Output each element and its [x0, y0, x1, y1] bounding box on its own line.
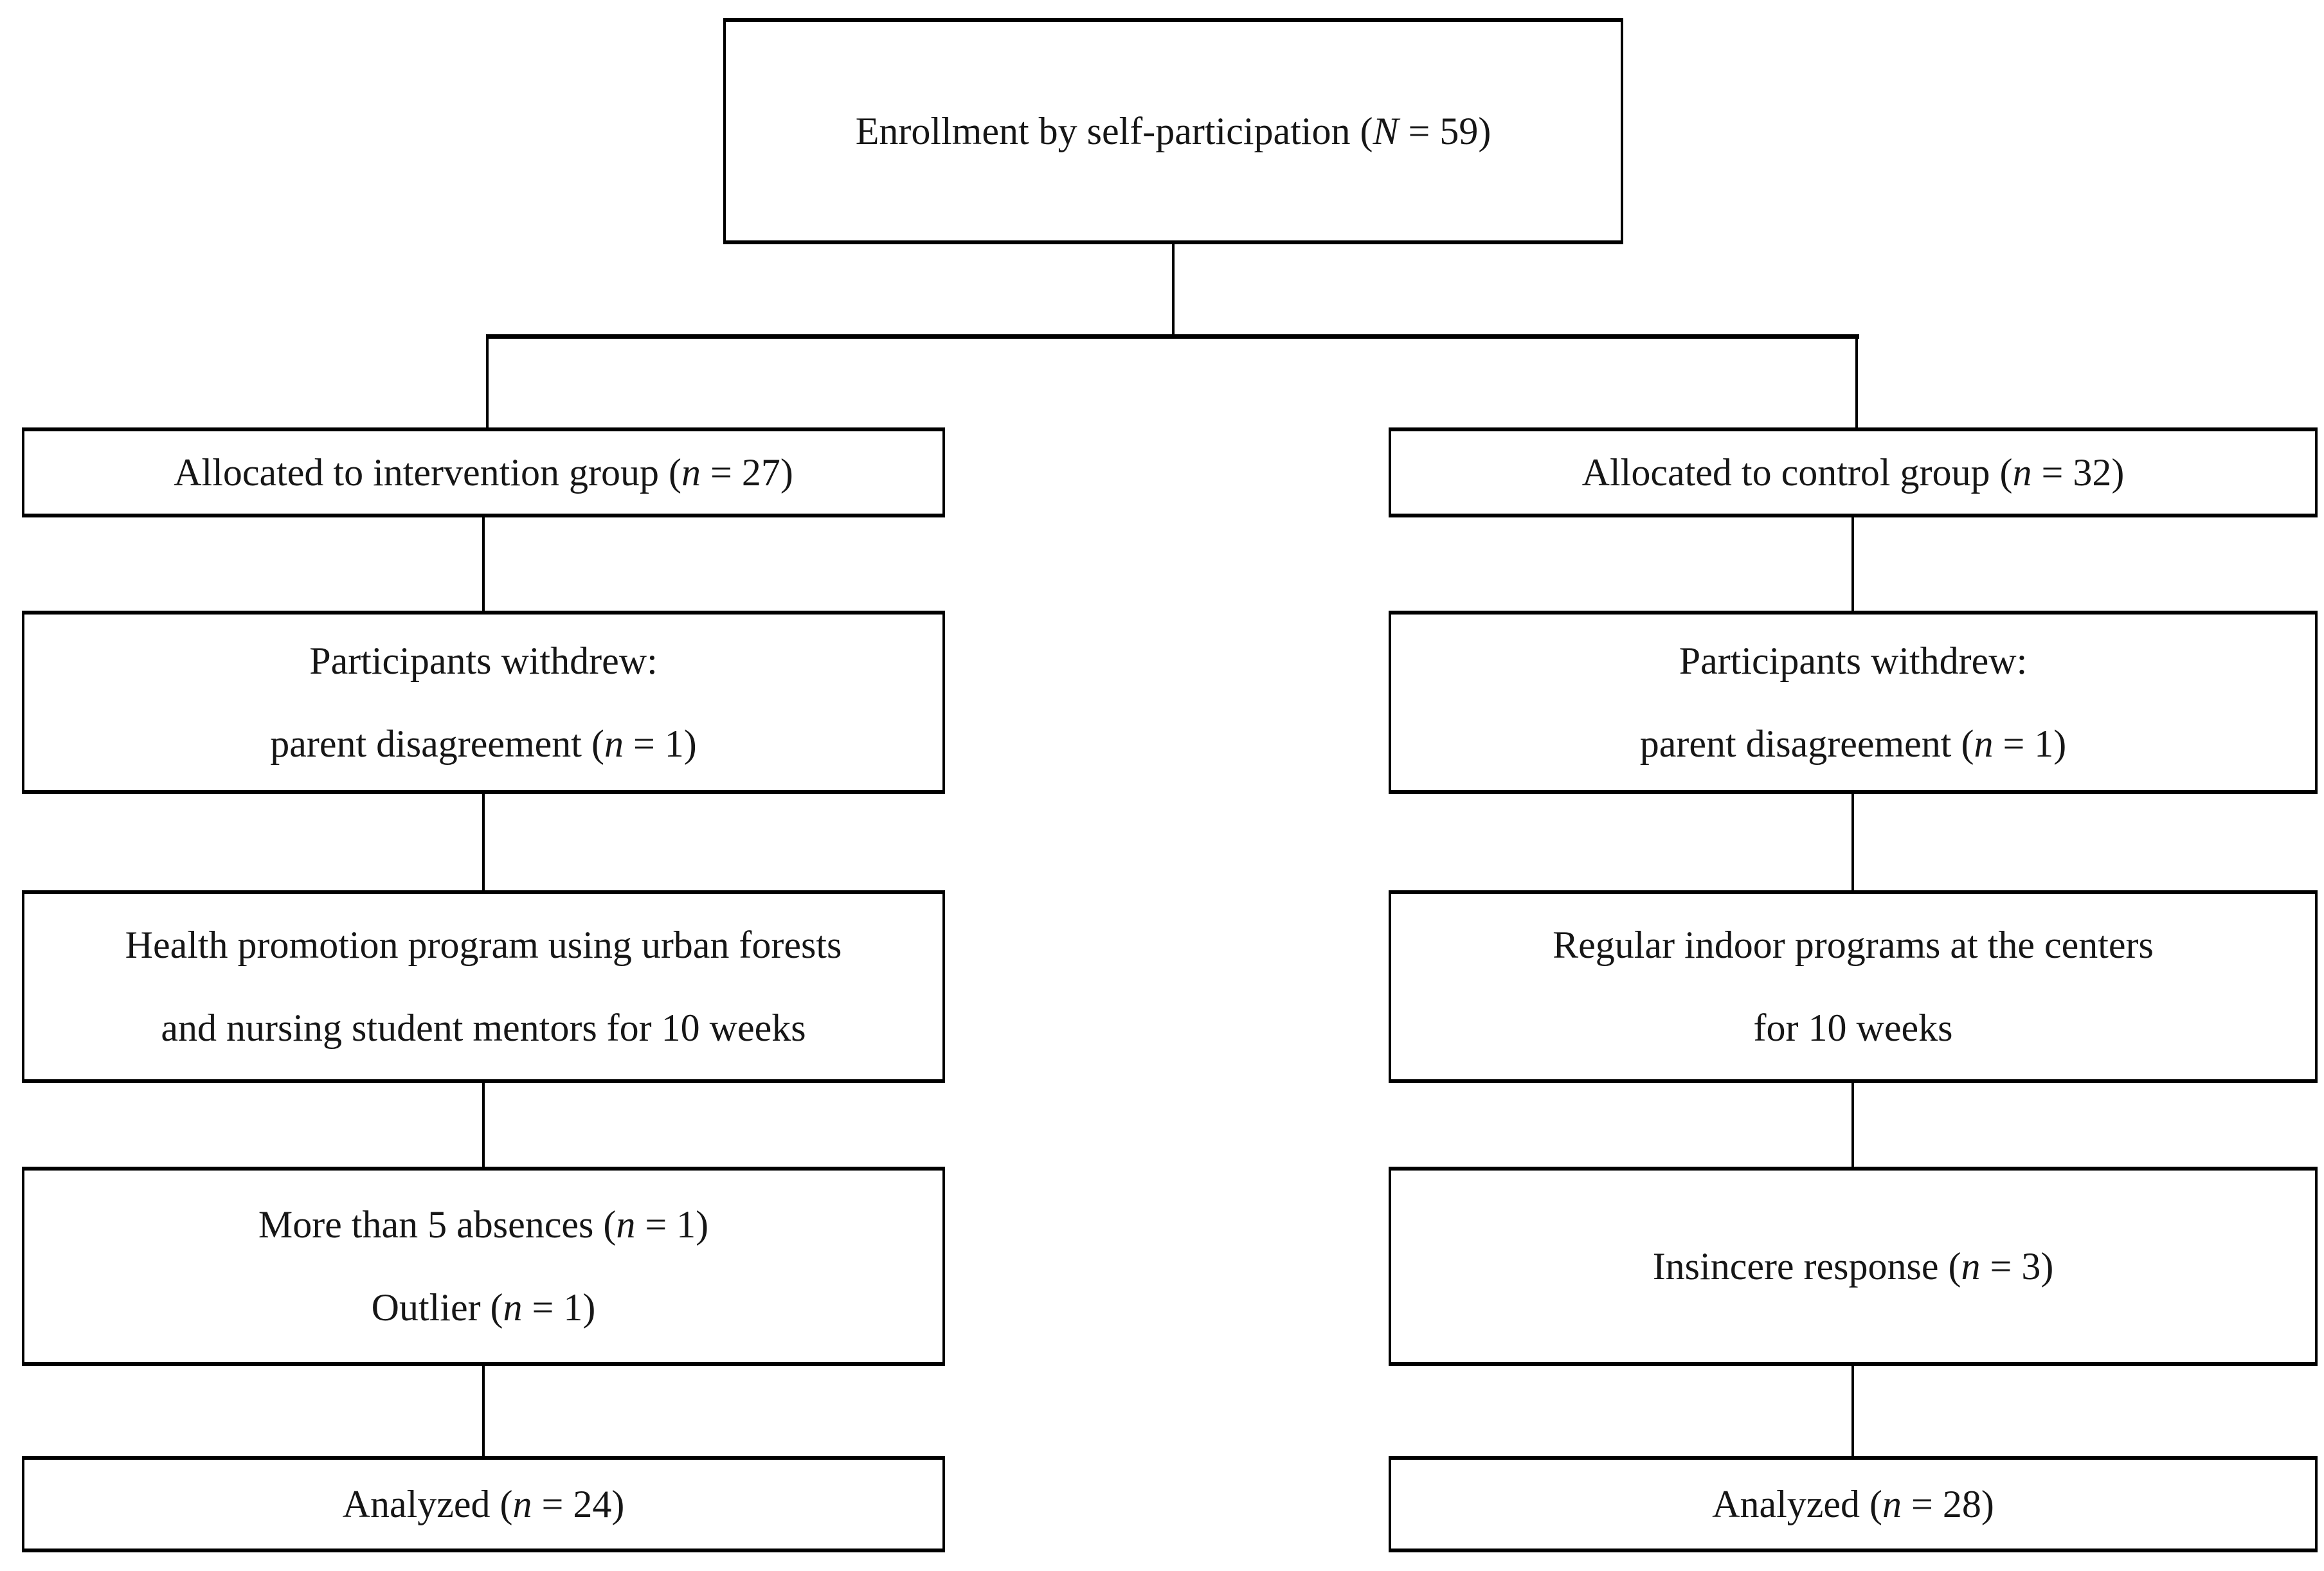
- label-text: and nursing student mentors for 10 weeks: [161, 1007, 806, 1049]
- stat-variable: n: [512, 1482, 532, 1525]
- label-text: Regular indoor programs at the centers: [1553, 924, 2154, 966]
- stat-variable: N: [1373, 109, 1399, 152]
- stat-value: = 1): [1993, 722, 2067, 765]
- label-text: Health promotion program using urban for…: [125, 924, 842, 966]
- connector-branch-line: [486, 334, 1859, 339]
- text-line: Participants withdrew:: [1679, 620, 2028, 703]
- label-text: More than 5 absences (: [258, 1203, 617, 1246]
- stat-variable: n: [2012, 451, 2032, 494]
- text-line: parent disagreement (n = 1): [1640, 703, 2067, 786]
- label-text: Participants withdrew:: [309, 639, 658, 682]
- stat-value: = 59): [1398, 109, 1491, 152]
- text-line: Health promotion program using urban for…: [125, 904, 842, 987]
- text-line: parent disagreement (n = 1): [270, 703, 697, 786]
- label-text: Outlier (: [371, 1286, 503, 1329]
- text-line: Outlier (n = 1): [372, 1266, 596, 1349]
- text-line: Participants withdrew:: [309, 620, 658, 703]
- label-text: for 10 weeks: [1753, 1007, 1953, 1049]
- intervention-excluded-box: More than 5 absences (n = 1) Outlier (n …: [22, 1167, 945, 1366]
- stat-value: = 32): [2031, 451, 2125, 494]
- control-program-box: Regular indoor programs at the centers f…: [1389, 890, 2318, 1083]
- enrollment-box: Enrollment by self-participation (N = 59…: [723, 18, 1623, 244]
- text-line: Allocated to intervention group (n = 27): [174, 431, 793, 514]
- stat-value: = 3): [1980, 1244, 2054, 1288]
- connector-line: [1851, 1083, 1854, 1167]
- stat-value: = 24): [532, 1482, 625, 1525]
- text-line: More than 5 absences (n = 1): [258, 1183, 708, 1266]
- connector-line: [1851, 517, 1854, 611]
- connector-line: [1851, 1366, 1854, 1456]
- connector-enrollment-stub: [1172, 244, 1175, 339]
- intervention-analyzed-box: Analyzed (n = 24): [22, 1456, 945, 1552]
- control-withdrew-box: Participants withdrew: parent disagreeme…: [1389, 611, 2318, 794]
- connector-control-drop: [1855, 334, 1858, 427]
- connector-line: [482, 794, 485, 890]
- label-text: parent disagreement (: [270, 722, 604, 765]
- intervention-allocated-box: Allocated to intervention group (n = 27): [22, 427, 945, 517]
- label-text: Analyzed (: [342, 1482, 513, 1525]
- text-line: Analyzed (n = 28): [1712, 1463, 1994, 1546]
- stat-variable: n: [681, 451, 701, 494]
- label-text: Participants withdrew:: [1679, 639, 2028, 682]
- label-text: parent disagreement (: [1639, 722, 1974, 765]
- text-line: Analyzed (n = 24): [343, 1463, 625, 1546]
- connector-intervention-drop: [486, 334, 489, 427]
- text-line: Regular indoor programs at the centers: [1553, 904, 2154, 987]
- intervention-program-box: Health promotion program using urban for…: [22, 890, 945, 1083]
- stat-variable: n: [604, 722, 624, 765]
- connector-line: [482, 517, 485, 611]
- text-line: Allocated to control group (n = 32): [1582, 431, 2125, 514]
- stat-variable: n: [503, 1286, 523, 1329]
- stat-variable: n: [1882, 1482, 1902, 1525]
- label-text: Allocated to control group (: [1581, 451, 2013, 494]
- control-analyzed-box: Analyzed (n = 28): [1389, 1456, 2318, 1552]
- label-text: Enrollment by self-participation (: [855, 109, 1373, 152]
- control-allocated-box: Allocated to control group (n = 32): [1389, 427, 2318, 517]
- stat-value: = 1): [623, 722, 697, 765]
- text-line: for 10 weeks: [1754, 987, 1953, 1070]
- stat-variable: n: [616, 1203, 636, 1246]
- connector-line: [482, 1083, 485, 1167]
- control-excluded-box: Insincere response (n = 3): [1389, 1167, 2318, 1366]
- stat-variable: n: [1974, 722, 1994, 765]
- connector-line: [482, 1366, 485, 1456]
- label-text: Insincere response (: [1652, 1244, 1961, 1288]
- text-line: and nursing student mentors for 10 weeks: [161, 987, 806, 1070]
- intervention-withdrew-box: Participants withdrew: parent disagreeme…: [22, 611, 945, 794]
- stat-value: = 1): [635, 1203, 709, 1246]
- connector-line: [1851, 794, 1854, 890]
- stat-value: = 27): [700, 451, 793, 494]
- label-text: Allocated to intervention group (: [174, 451, 681, 494]
- text-line: Insincere response (n = 3): [1653, 1225, 2054, 1308]
- stat-variable: n: [1961, 1244, 1981, 1288]
- enrollment-text: Enrollment by self-participation (N = 59…: [856, 90, 1491, 173]
- label-text: Analyzed (: [1712, 1482, 1883, 1525]
- stat-value: = 1): [522, 1286, 596, 1329]
- stat-value: = 28): [1902, 1482, 1994, 1525]
